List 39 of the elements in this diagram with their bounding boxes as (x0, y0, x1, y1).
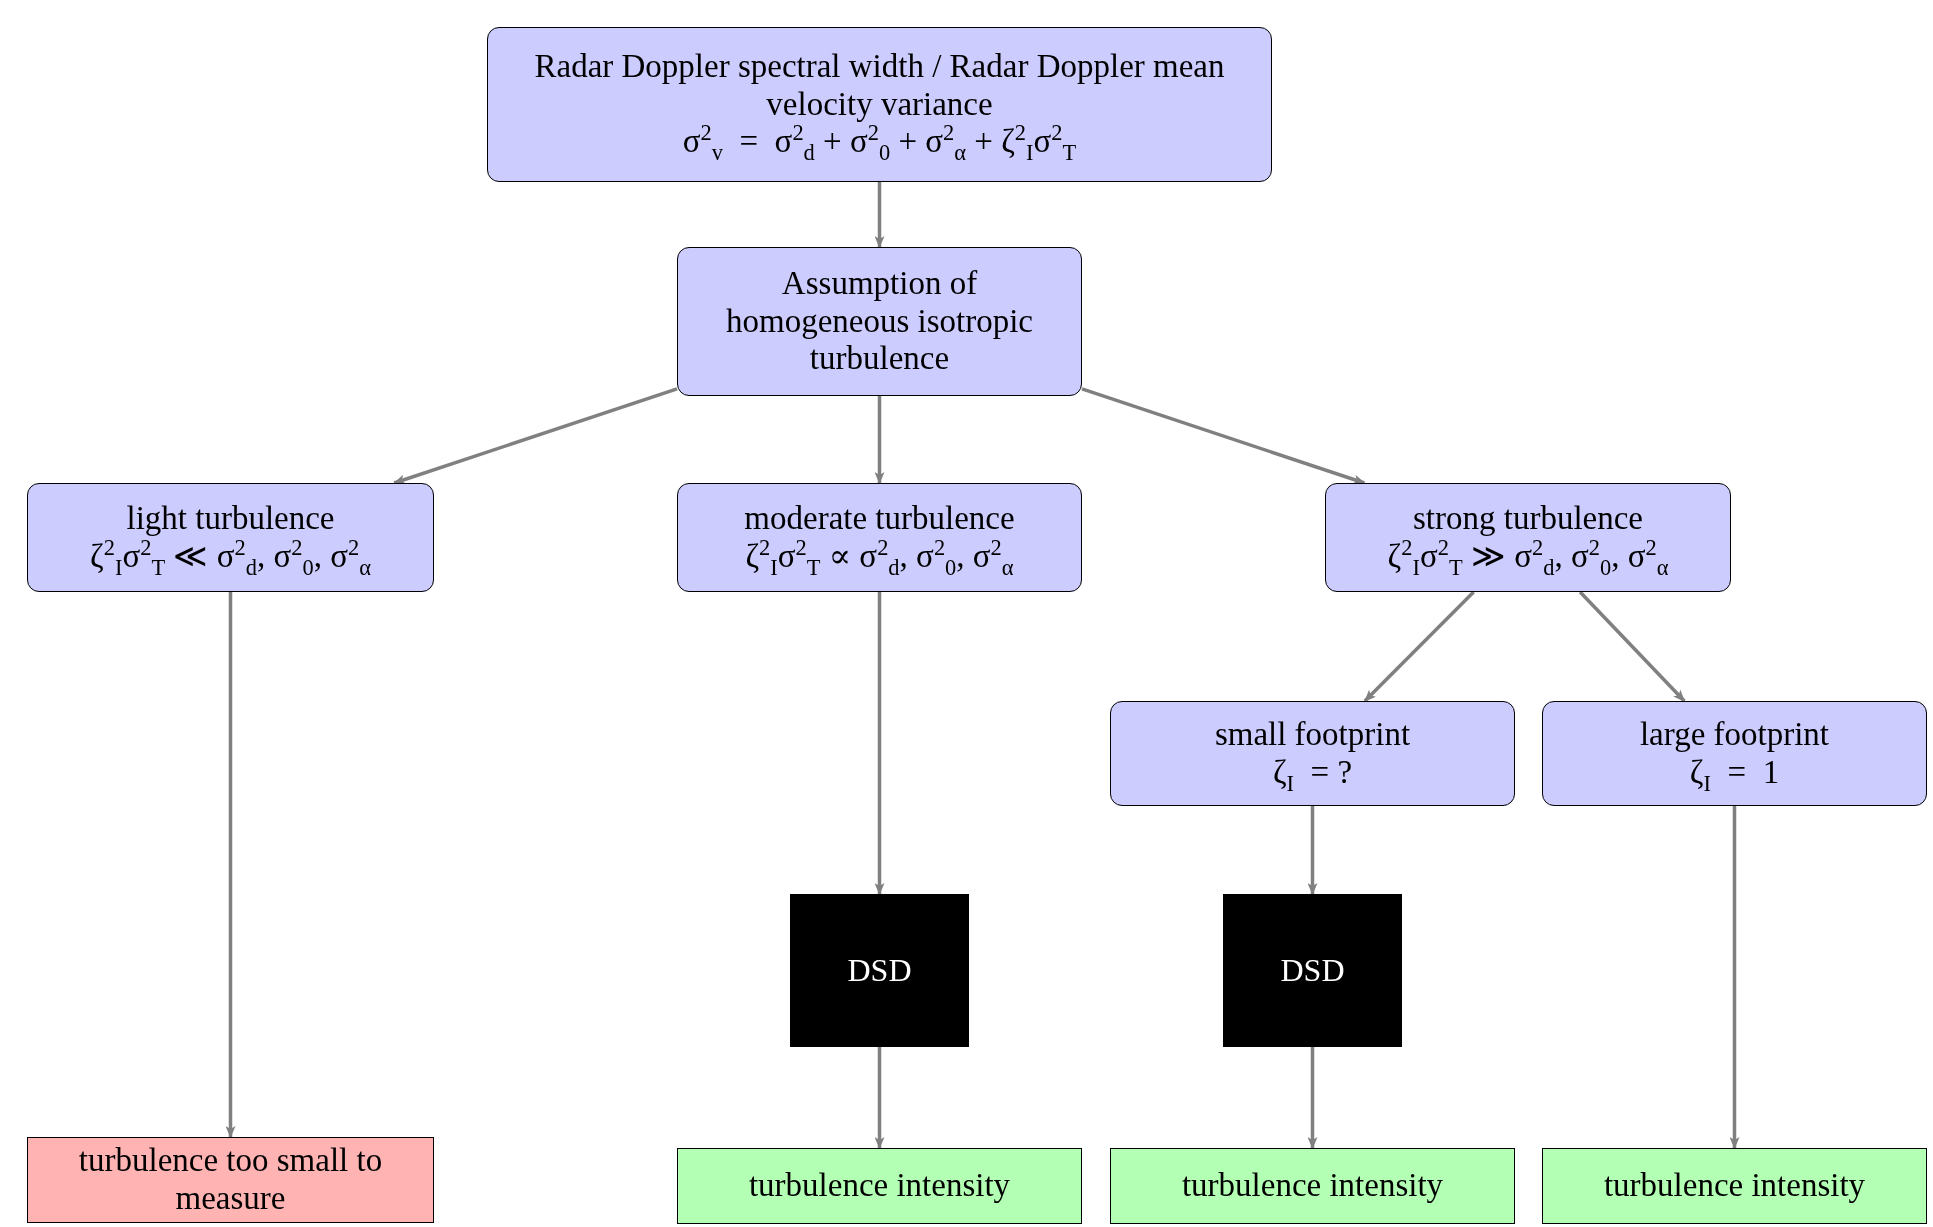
arrow (1307, 806, 1318, 895)
arrow (1081, 387, 1366, 485)
process-box (1542, 701, 1927, 806)
dsd-box (1223, 894, 1402, 1047)
process-box (1325, 483, 1731, 592)
process-box (1110, 701, 1515, 806)
process-box (677, 247, 1082, 396)
box-label: turbulence intensity (1603, 1167, 1866, 1205)
box-label: DSD (1280, 952, 1345, 989)
arrow (874, 592, 885, 895)
process-box (677, 483, 1082, 592)
arrow (1729, 806, 1740, 1149)
arrow (874, 182, 885, 248)
box-label: moderate turbulence (744, 499, 1015, 538)
arrow (1578, 590, 1686, 703)
box-label: small footprint (1214, 715, 1411, 754)
formula: ζ$_{I}$ = ? (1272, 753, 1353, 792)
dsd-box (790, 894, 969, 1047)
box-label: strong turbulence (1413, 499, 1643, 538)
process-box (27, 483, 434, 592)
box-label: light turbulence (126, 499, 335, 538)
box-label: large footprint (1639, 715, 1830, 754)
arrow (393, 387, 678, 485)
box-label: turbulence intensity (1181, 1167, 1444, 1205)
process-box (487, 27, 1272, 182)
box-label: turbulence intensity (748, 1167, 1011, 1205)
box-label: turbulence too small to measure (77, 1142, 384, 1218)
result-box (27, 1137, 434, 1223)
arrow (1363, 590, 1475, 703)
formula: ζ$_{I}$ = 1 (1689, 753, 1780, 792)
arrow (1307, 1047, 1318, 1149)
result-box (1542, 1148, 1927, 1224)
arrow (874, 396, 885, 484)
result-box (677, 1148, 1082, 1224)
arrow (225, 592, 236, 1138)
box-label: Assumption of homogeneous isotropic turbulence (724, 264, 1034, 379)
arrow (874, 1047, 885, 1149)
box-label: DSD (847, 952, 912, 989)
result-box (1110, 1148, 1515, 1224)
